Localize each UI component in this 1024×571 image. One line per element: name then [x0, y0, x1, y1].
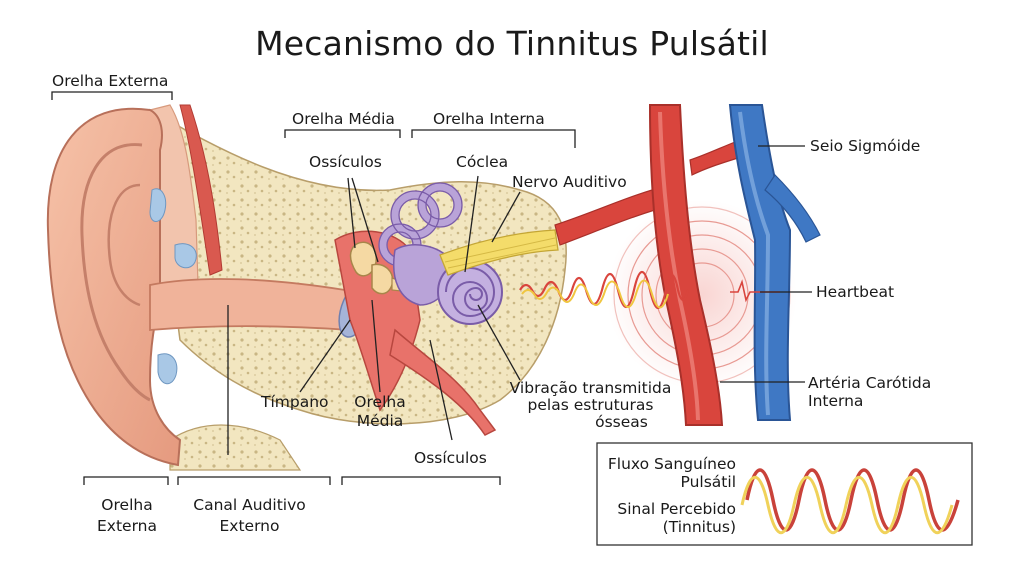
- leader-lines: [51, 91, 812, 485]
- label-ossicles-bottom: Ossículos: [414, 449, 487, 467]
- eustachian-tube: [389, 328, 497, 436]
- page-title: Mecanismo do Tinnitus Pulsátil: [255, 24, 769, 63]
- ossicles: [349, 241, 377, 277]
- label-inner-ear-top: Orelha Interna: [433, 110, 545, 128]
- label-eardrum: Tímpano: [261, 393, 329, 411]
- legend-blood-flow-label: Fluxo Sanguíneo Pulsátil: [607, 455, 736, 491]
- label-middle-ear-top: Orelha Média: [292, 110, 395, 128]
- label-vibration: Vibração transmitida pelas estruturas ós…: [509, 379, 672, 431]
- vibration-wave-yellow: [521, 279, 669, 309]
- label-ossicles-top: Ossículos: [309, 153, 382, 171]
- label-sigmoid-sinus: Seio Sigmóide: [810, 137, 921, 155]
- muscle-layer: [179, 104, 223, 276]
- label-carotid-artery: Artéria Carótida Interna: [808, 374, 932, 410]
- label-outer-ear-bottom: Orelha Externa: [96, 496, 157, 535]
- label-ear-canal: Canal Auditivo Externo: [193, 496, 306, 535]
- label-middle-ear: Orelha Média: [354, 393, 406, 430]
- label-cochlea: Cóclea: [456, 153, 509, 171]
- label-auditory-nerve: Nervo Auditivo: [512, 173, 627, 191]
- legend-signal-label: Sinal Percebido (Tinnitus): [617, 500, 736, 536]
- label-outer-ear-top: Orelha Externa: [52, 72, 169, 90]
- vibration-wave-red: [519, 270, 690, 310]
- legend-blood-flow-wave: [745, 468, 960, 532]
- legend-signal-wave: [740, 475, 954, 535]
- ear-canal: [149, 278, 352, 331]
- label-heartbeat: Heartbeat: [816, 283, 895, 301]
- carotid-artery: [648, 104, 724, 426]
